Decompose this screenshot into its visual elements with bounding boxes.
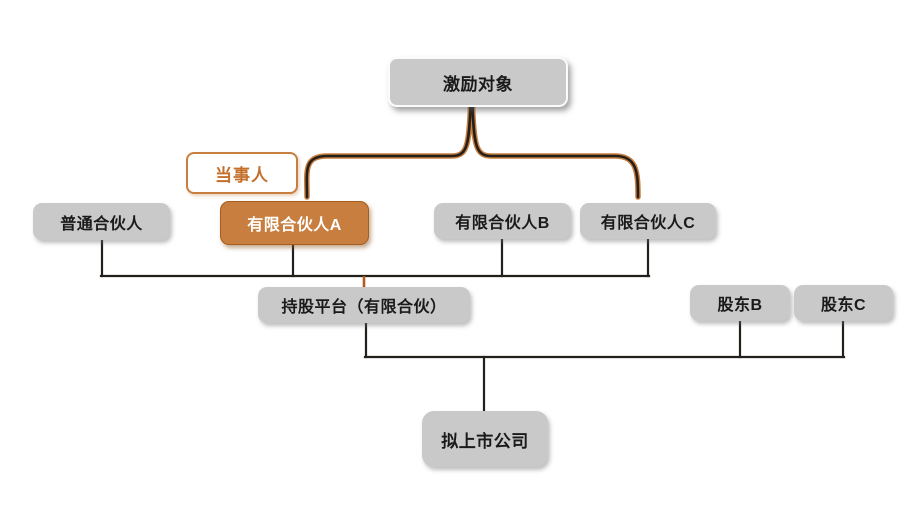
node-limited-partner-c-label: 有限合伙人C (600, 215, 696, 232)
node-holding-platform: 持股平台（有限合伙） (258, 287, 470, 323)
node-incentive-target: 激励对象 (388, 57, 568, 107)
node-listing-company-label: 拟上市公司 (441, 431, 529, 451)
node-limited-partner-a: 有限合伙人A (220, 201, 369, 245)
node-shareholder-c-label: 股东C (820, 297, 867, 314)
node-shareholder-b: 股东B (690, 285, 790, 321)
partners-to-platform-connectors (99, 237, 651, 278)
node-listing-company: 拟上市公司 (422, 411, 548, 467)
node-limited-partner-c: 有限合伙人C (580, 203, 716, 239)
node-general-partner: 普通合伙人 (33, 203, 170, 240)
node-incentive-target-label: 激励对象 (443, 74, 513, 94)
node-holding-platform-label: 持股平台（有限合伙） (281, 299, 447, 316)
brace-connector (305, 104, 640, 199)
node-general-partner-label: 普通合伙人 (60, 215, 143, 233)
node-limited-partner-b: 有限合伙人B (434, 203, 571, 239)
node-limited-partner-b-label: 有限合伙人B (455, 215, 550, 232)
party-annotation-label: 当事人 (215, 165, 269, 185)
party-annotation: 当事人 (186, 152, 298, 194)
node-shareholder-b-label: 股东B (717, 297, 763, 314)
node-limited-partner-a-label: 有限合伙人A (247, 217, 342, 234)
platform-to-company-connectors (363, 319, 846, 414)
node-shareholder-c: 股东C (794, 285, 893, 321)
